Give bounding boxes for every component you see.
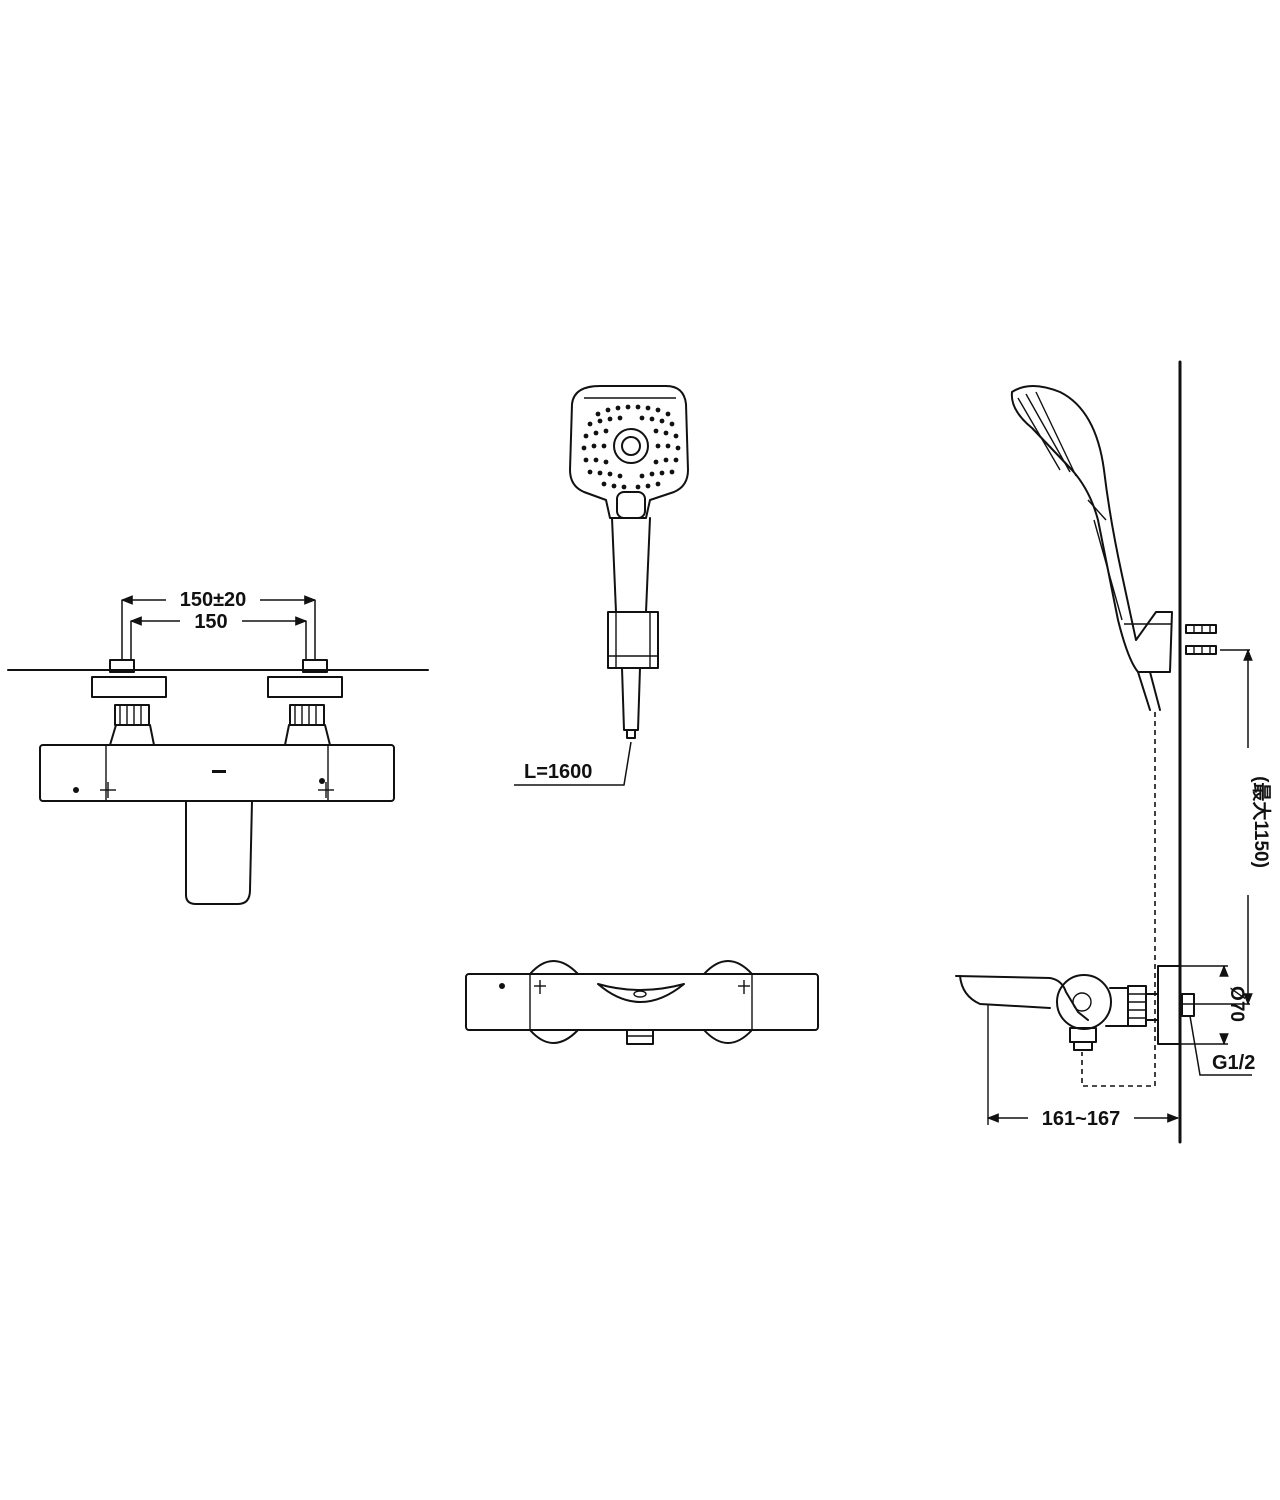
shelf-recess — [597, 983, 685, 1003]
hose-length-label: L=1600 — [524, 761, 592, 783]
right-nut — [289, 704, 325, 726]
inlet-spacing-range-label: 150±20 — [180, 589, 247, 611]
right-knob-top — [703, 960, 753, 975]
flange-diameter-label: Ø70 — [1226, 986, 1247, 1022]
right-flange — [267, 676, 343, 698]
wall-bolts — [1185, 624, 1217, 655]
shelf-top — [955, 975, 1089, 1021]
handle — [611, 517, 651, 613]
left-knob-top — [529, 960, 579, 975]
left-nut — [114, 704, 150, 726]
hand-shower-front — [514, 385, 689, 786]
right-knob-bottom — [703, 1029, 753, 1044]
side-nut — [1127, 985, 1147, 1027]
left-neck — [109, 724, 155, 746]
thread-label: G1/2 — [1212, 1052, 1255, 1074]
valve-body — [39, 744, 395, 802]
knob-side — [1056, 974, 1112, 1030]
left-knob-bottom — [529, 1029, 579, 1044]
top-view — [465, 960, 819, 1045]
shower-head — [569, 385, 689, 519]
projection-label: 161~167 — [1042, 1108, 1120, 1130]
g12-connector — [1181, 993, 1195, 1017]
shower-side — [1010, 385, 1173, 673]
center-nozzle — [613, 428, 649, 464]
inlet-spacing-label: 150 — [194, 611, 227, 633]
left-flange — [91, 676, 167, 698]
hose-connector — [621, 667, 641, 731]
side-flange — [1157, 965, 1181, 1045]
right-neck — [284, 724, 331, 746]
holder — [607, 611, 659, 669]
mode-button — [616, 491, 646, 519]
side-view — [955, 360, 1253, 1144]
hose — [1081, 712, 1156, 1087]
max-height-label: (最大1150) — [1250, 776, 1273, 868]
front-view — [7, 595, 429, 905]
spout — [185, 800, 253, 905]
nozzle-dots — [581, 404, 681, 490]
outlet — [626, 1029, 654, 1045]
